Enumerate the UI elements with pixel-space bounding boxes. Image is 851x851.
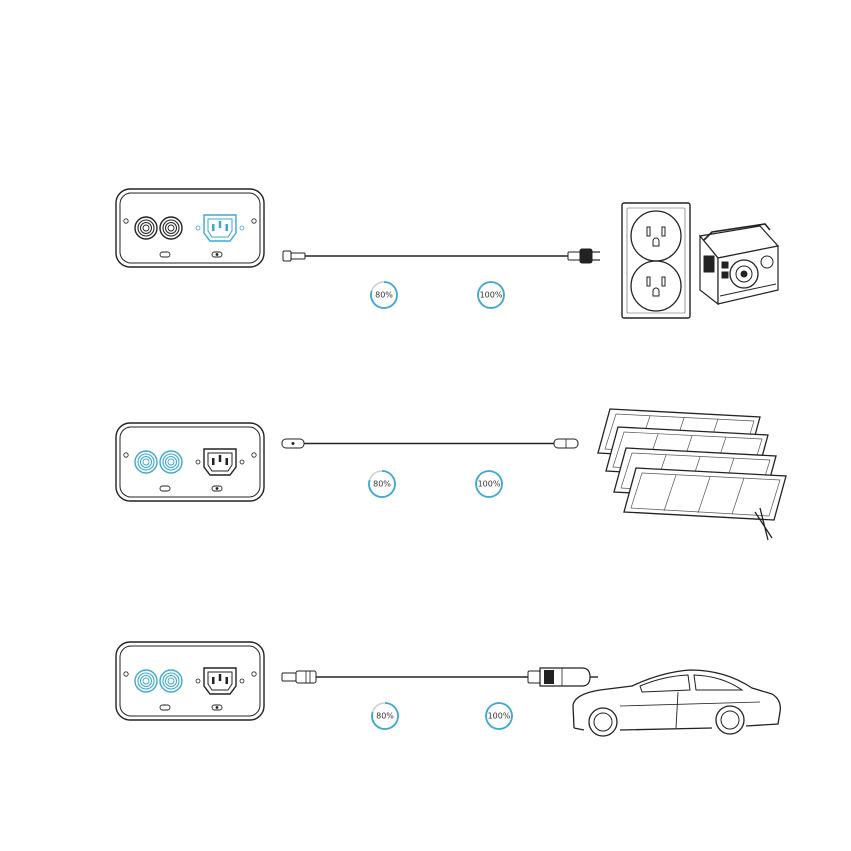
generator-icon bbox=[700, 224, 778, 304]
charge-label-100: 100% bbox=[480, 291, 503, 300]
charge-label-100: 100% bbox=[478, 480, 501, 489]
row-2-solar-charging: 80% 100% bbox=[116, 409, 786, 540]
device-panel-1 bbox=[116, 189, 264, 267]
device-panel-3 bbox=[116, 642, 264, 720]
charge-ring-80: 80% bbox=[371, 282, 397, 308]
charge-label-80: 80% bbox=[375, 291, 393, 300]
charge-ring-100: 100% bbox=[478, 282, 504, 308]
solar-panels-icon bbox=[598, 409, 786, 540]
car-icon bbox=[573, 670, 780, 736]
row-1-indicators: 80% 100% bbox=[371, 282, 504, 308]
solar-charging-cable bbox=[282, 439, 578, 448]
row-3-indicators: 80% 100% bbox=[372, 703, 512, 729]
row-3-car-charging: 80% 100% bbox=[116, 642, 780, 736]
charge-ring-100: 100% bbox=[486, 703, 512, 729]
charge-ring-80: 80% bbox=[369, 471, 395, 497]
ac-charging-cable bbox=[283, 249, 600, 263]
charge-ring-80: 80% bbox=[372, 703, 398, 729]
row-1-ac-charging: 80% 100% bbox=[116, 189, 778, 318]
wall-outlet-icon bbox=[622, 203, 690, 318]
charge-label-100: 100% bbox=[488, 712, 511, 721]
row-2-indicators: 80% 100% bbox=[369, 471, 502, 497]
charge-label-80: 80% bbox=[376, 712, 394, 721]
charge-label-80: 80% bbox=[373, 480, 391, 489]
car-charging-cable bbox=[282, 668, 598, 686]
device-panel-2 bbox=[116, 423, 264, 501]
charge-ring-100: 100% bbox=[476, 471, 502, 497]
